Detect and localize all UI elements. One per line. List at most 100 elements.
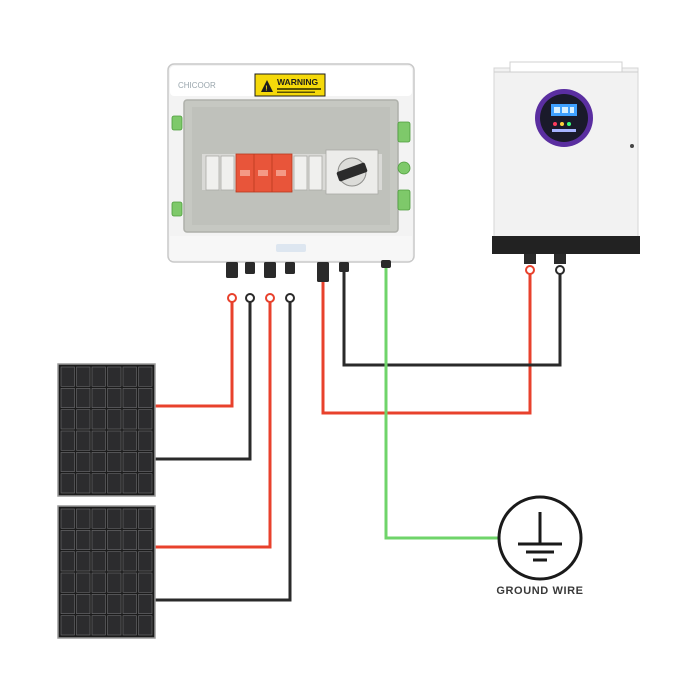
solar-cell <box>138 551 153 572</box>
surge-window <box>240 170 250 176</box>
bottom-logo-mark <box>276 244 306 252</box>
solar-cell <box>122 530 137 550</box>
solar-cell <box>76 388 91 408</box>
solar-cell <box>107 473 122 494</box>
solar-cell <box>76 572 91 593</box>
solar-cell <box>60 366 75 387</box>
combiner-box: CHICOOR ! WARNING <box>167 63 415 282</box>
solar-cell <box>76 508 91 529</box>
solar-cell <box>91 572 106 593</box>
fuse-holder <box>220 155 235 191</box>
solar-panels <box>57 363 156 639</box>
ground-gland <box>381 260 391 268</box>
panel2-negative-wire <box>155 298 292 602</box>
inverter-display-bezel <box>540 94 588 142</box>
solar-cell <box>60 572 75 593</box>
solar-cell <box>76 530 91 550</box>
warning-triangle-icon <box>261 80 273 92</box>
fuse-marker <box>227 293 237 303</box>
door-hinge <box>397 189 411 211</box>
solar-cell <box>122 473 137 494</box>
mc4-connector <box>245 262 255 274</box>
solar-cell <box>107 508 122 529</box>
solar-cell <box>138 452 153 472</box>
solar-cell <box>122 508 137 529</box>
solar-cell <box>138 388 153 408</box>
fuse-holder <box>308 155 323 191</box>
panel2-positive-wire <box>155 298 272 549</box>
solar-cell <box>122 452 137 472</box>
cable-glands <box>226 260 391 282</box>
solar-cell <box>91 508 106 529</box>
solar-cell <box>60 551 75 572</box>
solar-cell <box>91 615 106 636</box>
warning-fine-print <box>277 91 315 93</box>
solar-cell <box>107 572 122 593</box>
solar-cell <box>107 388 122 408</box>
ground-wire <box>384 266 500 540</box>
solar-cell <box>91 430 106 451</box>
solar-cell <box>107 615 122 636</box>
fuse-holder <box>293 155 308 191</box>
solar-cell <box>122 388 137 408</box>
solar-cell <box>107 452 122 472</box>
panel1-negative-wire <box>155 298 252 461</box>
wires <box>155 266 562 602</box>
solar-cell <box>122 572 137 593</box>
warning-label-bg <box>254 73 326 97</box>
solar-cell <box>60 388 75 408</box>
solar-cell <box>138 473 153 494</box>
solar-cell <box>138 430 153 451</box>
warning-label-text: WARNING <box>277 77 318 87</box>
solar-cell <box>107 594 122 614</box>
solar-cell <box>107 409 122 430</box>
door-latch <box>171 201 183 217</box>
solar-cell <box>91 388 106 408</box>
ground-symbol-icon <box>497 495 583 581</box>
solar-cell <box>76 551 91 572</box>
door-latch <box>171 115 183 131</box>
solar-panel-1 <box>57 363 156 497</box>
fuse-marker <box>555 265 565 275</box>
solar-cell <box>60 508 75 529</box>
mc4-connector <box>264 262 276 278</box>
solar-cell <box>122 409 137 430</box>
mc4-connector <box>285 262 295 274</box>
output-negative-wire <box>342 270 562 367</box>
warning-label: ! WARNING <box>254 73 326 97</box>
warning-exclaim: ! <box>265 86 267 93</box>
surge-window <box>276 170 286 176</box>
solar-cell <box>76 594 91 614</box>
solar-cell <box>76 452 91 472</box>
isolator-handle <box>336 162 368 182</box>
solar-cell <box>60 594 75 614</box>
fuse-marker <box>245 293 255 303</box>
solar-cell <box>138 508 153 529</box>
warning-fine-print <box>277 88 321 90</box>
solar-cell <box>138 366 153 387</box>
solar-cell <box>122 430 137 451</box>
mc4-connector <box>339 262 349 272</box>
solar-cell <box>138 572 153 593</box>
solar-cell <box>91 452 106 472</box>
fuse-marker <box>525 265 535 275</box>
lcd-display-icon <box>551 104 577 132</box>
combiner-brand: CHICOOR <box>178 81 216 90</box>
inverter <box>492 61 640 264</box>
solar-cell <box>60 530 75 550</box>
mc4-connector <box>226 262 238 278</box>
solar-cell <box>91 473 106 494</box>
solar-cell <box>122 366 137 387</box>
fuse-holder <box>205 155 220 191</box>
inverter-top-cap <box>509 61 623 73</box>
surge-window <box>258 170 268 176</box>
solar-cell <box>76 615 91 636</box>
inverter-base <box>492 236 640 254</box>
solar-cell <box>107 530 122 550</box>
solar-cell <box>91 594 106 614</box>
solar-cell <box>122 615 137 636</box>
solar-cell <box>60 452 75 472</box>
solar-cell <box>91 551 106 572</box>
mc4-connector <box>317 262 329 282</box>
